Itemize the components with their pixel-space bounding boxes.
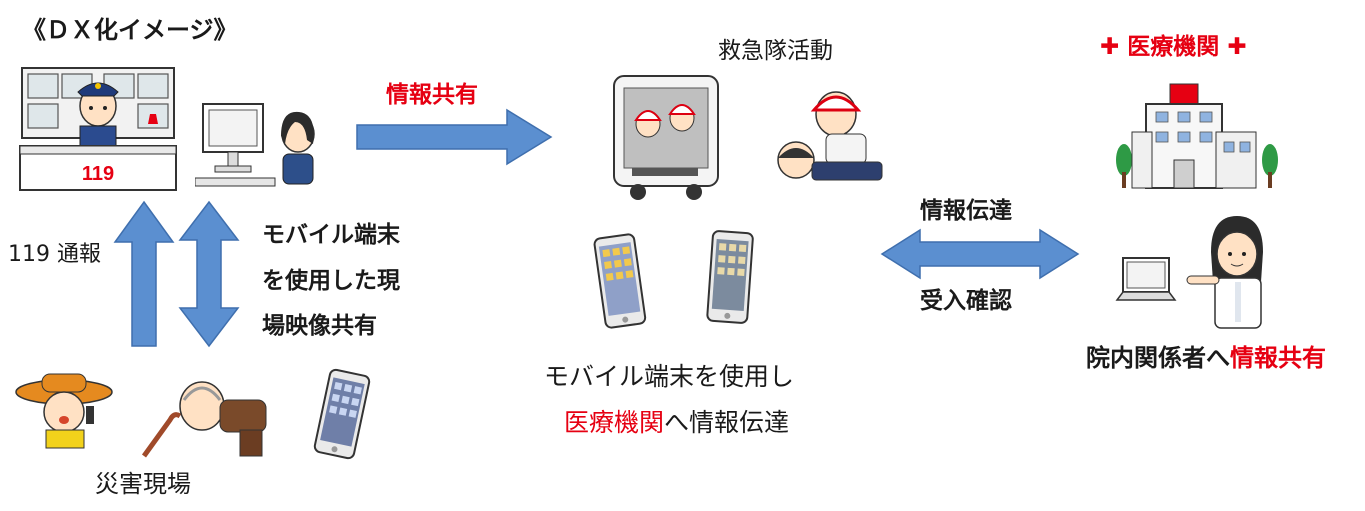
- elderly-patient-illustration: [140, 370, 270, 460]
- share-top-label: 情報共有: [386, 82, 478, 108]
- doctor-illustration: [1185, 212, 1285, 332]
- mobile-send-line-1: モバイル端末を使用し: [544, 362, 795, 391]
- mobile-share-line: モバイル端末: [262, 222, 400, 248]
- dispatch-number-label: 119: [82, 163, 114, 185]
- disaster-scene-label: 災害現場: [95, 470, 191, 498]
- staff-share-prefix: 院内関係者へ: [1086, 344, 1230, 372]
- transmit-label: 情報伝達: [920, 198, 1012, 224]
- red-cross-icon: ✚: [1100, 34, 1120, 60]
- dispatch-center-illustration: 119: [18, 66, 178, 196]
- rescue-smartphone-icon: [590, 232, 650, 332]
- rescue-activity-label: 救急隊活動: [718, 38, 833, 64]
- rescue-smartphone-icon: [700, 228, 760, 328]
- share-arrow-right: [355, 108, 553, 166]
- hospital-illustration: [1112, 80, 1282, 192]
- mobile-send-line-2: 医療機関へ情報伝達: [564, 408, 789, 438]
- mobile-share-text: モバイル端末 を使用した現 場映像共有: [262, 222, 400, 341]
- mobile-share-line: を使用した現: [262, 267, 400, 294]
- mobile-send-rest: へ情報伝達: [664, 408, 790, 437]
- paramedic-cpr-illustration: [772, 88, 887, 188]
- reporter-illustration: [12, 370, 122, 450]
- transmit-confirm-arrow: [880, 228, 1080, 280]
- scene-smartphone-icon: [312, 368, 372, 460]
- red-cross-icon: ✚: [1227, 34, 1247, 60]
- mobile-send-medical-word: 医療機関: [564, 408, 665, 437]
- medical-institution-label: 医療機関: [1127, 34, 1220, 60]
- hospital-laptop-icon: [1115, 256, 1177, 310]
- video-share-arrow-updown: [178, 200, 240, 348]
- page-title: 《ＤＸ化イメージ》: [22, 16, 238, 44]
- call-label: 119 通報: [8, 242, 101, 267]
- staff-share-red: 情報共有: [1230, 344, 1326, 372]
- mobile-share-line: 場映像共有: [262, 313, 377, 340]
- operator-computer-illustration: [195, 100, 320, 190]
- medical-label: ✚ 医療機関 ✚: [1100, 34, 1247, 62]
- staff-share-label: 院内関係者へ情報共有: [1086, 344, 1326, 373]
- ambulance-illustration: [608, 72, 723, 202]
- call-arrow-up: [113, 200, 175, 348]
- confirm-label: 受入確認: [920, 288, 1012, 314]
